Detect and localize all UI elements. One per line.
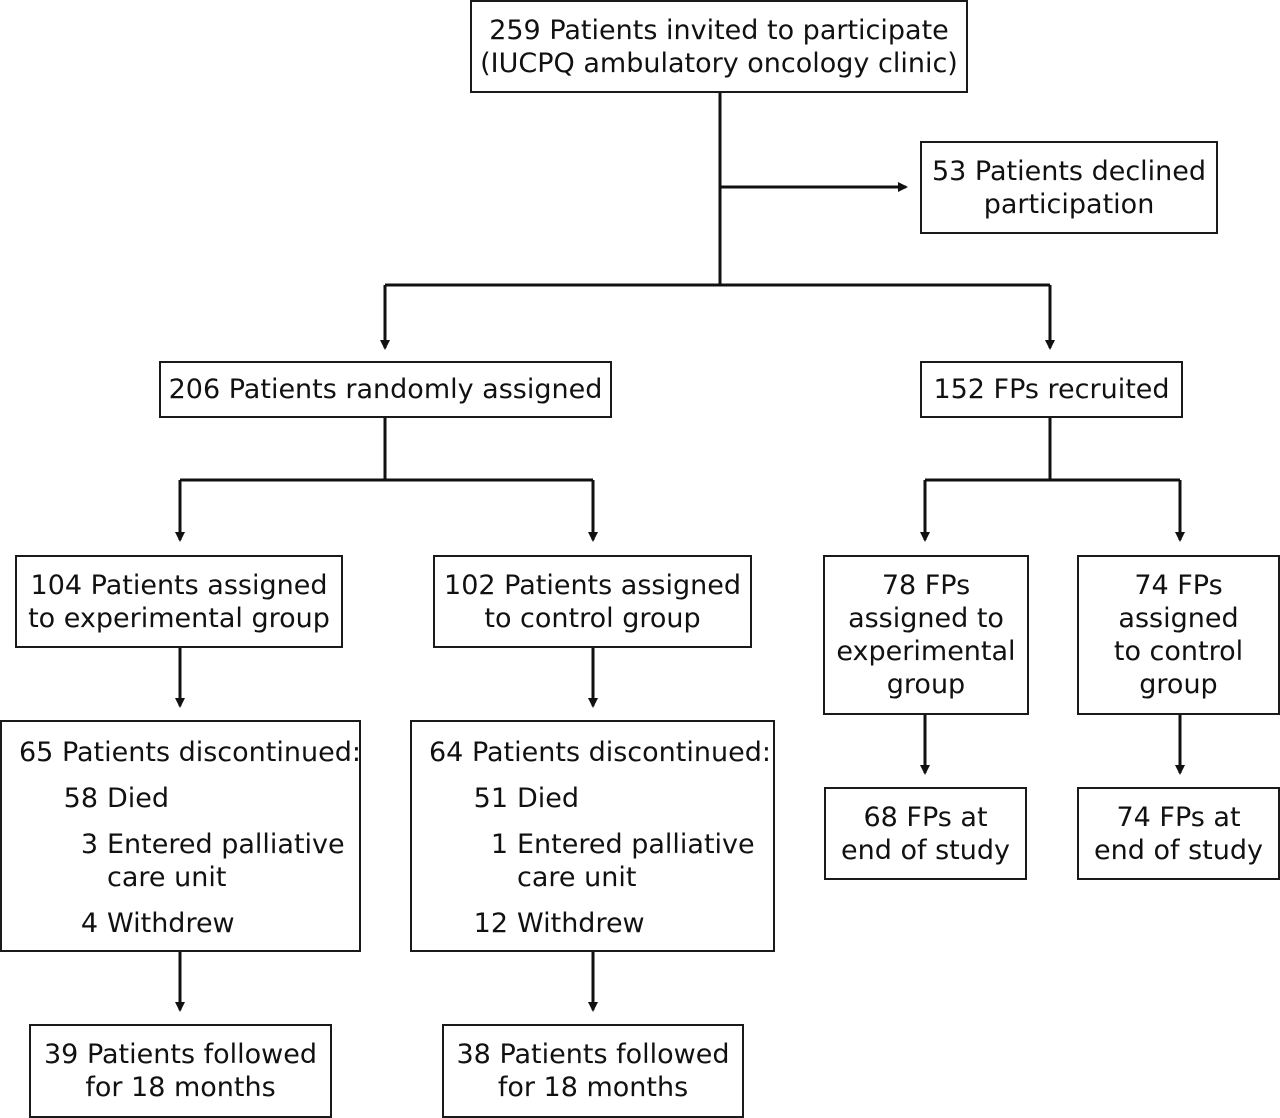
ctrl-patients-line-2: to control group xyxy=(484,602,701,634)
list-item: 3 Entered palliative care unit xyxy=(2,828,359,894)
exp-withdrew-count: 4 xyxy=(80,908,98,939)
ctrl-fps-line-2: assigned xyxy=(1118,603,1239,634)
ctrl-died-label: Died xyxy=(517,783,580,814)
exp-fps-box: 78 FPs assigned to experimental group xyxy=(823,555,1029,715)
ctrl-fps-line-1: 74 FPs xyxy=(1134,570,1223,601)
fps-recruited-box: 152 FPs recruited xyxy=(920,361,1183,418)
exp-palliative-label-1: Entered palliative xyxy=(107,829,345,860)
exp-fps-end-box: 68 FPs at end of study xyxy=(824,787,1027,880)
exp-fps-line-2: assigned to xyxy=(848,603,1004,634)
exp-patients-box: 104 Patients assigned to experimental gr… xyxy=(15,555,343,648)
exp-discontinued-box: 65 Patients discontinued: 58 Died 3 Ente… xyxy=(0,720,361,952)
ctrl-withdrew-label: Withdrew xyxy=(517,908,645,939)
ctrl-followed-line-1: 38 Patients followed xyxy=(456,1039,730,1070)
list-item: 51 Died xyxy=(412,782,773,815)
invited-box: 259 Patients invited to participate (IUC… xyxy=(470,0,968,93)
ctrl-followed-box: 38 Patients followed for 18 months xyxy=(442,1024,744,1118)
list-item: 1 Entered palliative care unit xyxy=(412,828,773,894)
exp-palliative-label-2: care unit xyxy=(107,862,227,893)
exp-fps-line-1: 78 FPs xyxy=(881,570,971,601)
randomized-label: 206 Patients randomly assigned xyxy=(168,374,603,405)
fps-recruited-label: 152 FPs recruited xyxy=(933,374,1170,405)
exp-died-label: Died xyxy=(107,783,170,814)
exp-palliative-count: 3 xyxy=(80,829,98,860)
invited-line-2: (IUCPQ ambulatory oncology clinic) xyxy=(480,47,958,79)
ctrl-fps-box: 74 FPs assigned to control group xyxy=(1077,555,1280,715)
ctrl-palliative-label-2: care unit xyxy=(517,862,637,893)
ctrl-palliative-count: 1 xyxy=(490,829,508,860)
ctrl-followed-line-2: for 18 months xyxy=(497,1072,689,1103)
list-item: 58 Died xyxy=(2,782,359,815)
ctrl-patients-line-1: 102 Patients assigned xyxy=(444,569,741,601)
invited-line-1: 259 Patients invited to participate xyxy=(489,14,949,46)
randomized-box: 206 Patients randomly assigned xyxy=(159,361,612,418)
ctrl-discontinued-header: 64 Patients discontinued: xyxy=(429,737,771,768)
exp-fps-line-4: group xyxy=(886,669,966,700)
ctrl-palliative-label-1: Entered palliative xyxy=(517,829,755,860)
ctrl-withdrew-count: 12 xyxy=(473,908,508,939)
ctrl-died-count: 51 xyxy=(473,783,508,814)
exp-followed-box: 39 Patients followed for 18 months xyxy=(29,1024,332,1118)
exp-fps-end-line-1: 68 FPs at xyxy=(863,801,988,833)
exp-fps-line-3: experimental xyxy=(836,636,1016,667)
exp-patients-line-2: to experimental group xyxy=(28,602,330,634)
ctrl-discontinued-box: 64 Patients discontinued: 51 Died 1 Ente… xyxy=(410,720,775,952)
ctrl-fps-line-4: group xyxy=(1139,669,1218,700)
exp-died-count: 58 xyxy=(63,783,98,814)
exp-discontinued-header: 65 Patients discontinued: xyxy=(19,737,361,768)
exp-followed-line-1: 39 Patients followed xyxy=(44,1039,317,1070)
ctrl-fps-line-3: to control xyxy=(1113,636,1244,667)
list-item: 4 Withdrew xyxy=(2,907,359,940)
declined-line-2: participation xyxy=(983,188,1155,220)
list-item: 12 Withdrew xyxy=(412,907,773,940)
exp-withdrew-label: Withdrew xyxy=(107,908,235,939)
ctrl-fps-end-line-2: end of study xyxy=(1094,834,1263,866)
exp-fps-end-line-2: end of study xyxy=(841,834,1010,866)
exp-patients-line-1: 104 Patients assigned xyxy=(30,569,328,601)
exp-followed-line-2: for 18 months xyxy=(85,1072,276,1103)
ctrl-fps-end-line-1: 74 FPs at xyxy=(1116,801,1241,833)
declined-box: 53 Patients declined participation xyxy=(920,141,1218,234)
ctrl-fps-end-box: 74 FPs at end of study xyxy=(1077,787,1280,880)
ctrl-patients-box: 102 Patients assigned to control group xyxy=(433,555,752,648)
declined-line-1: 53 Patients declined xyxy=(931,155,1207,187)
